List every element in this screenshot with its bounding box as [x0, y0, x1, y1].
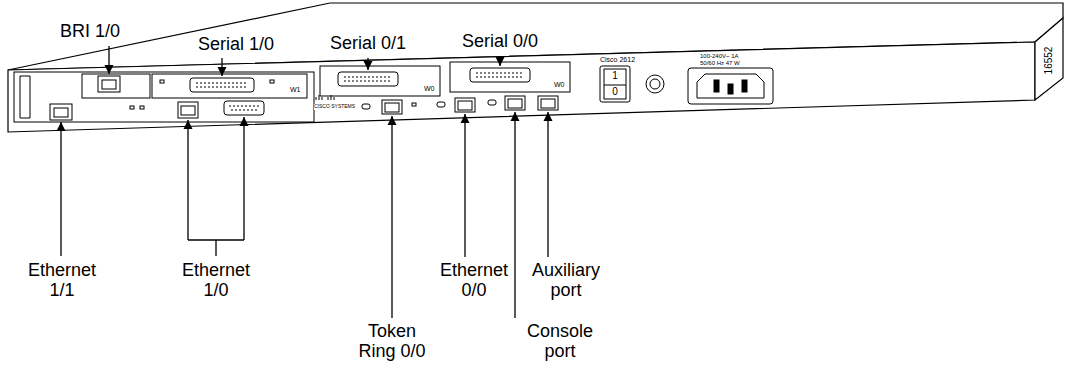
leader-line: [221, 58, 222, 76]
connector-pins: [476, 77, 524, 78]
callout-label: Token Ring 0/0: [352, 322, 432, 362]
switch-rocker: [604, 69, 626, 99]
switch-marking: 0: [612, 86, 618, 97]
leader-line: [499, 56, 500, 66]
serial-wic: [450, 62, 570, 92]
power-rating: 50/60 Hz 47 W: [700, 60, 740, 67]
ground-screw: [646, 75, 664, 93]
power-section: [600, 66, 773, 104]
bri-wic: [82, 74, 150, 98]
connector-pins: [231, 110, 257, 111]
inlet-socket: [697, 74, 764, 98]
module-lever: [20, 76, 30, 118]
bri-port: [98, 76, 120, 92]
ethernet-port: [178, 102, 198, 118]
callout-label: Ethernet 1/1: [23, 261, 101, 301]
inlet-pin: [714, 80, 719, 92]
status-led: [160, 80, 164, 83]
connector-pins: [344, 81, 392, 82]
figure-number: 16552: [1044, 46, 1055, 74]
callout-label: Serial 0/0: [462, 32, 538, 52]
leader-line: [514, 112, 515, 318]
leader-lines: [61, 46, 548, 318]
connector-pins: [196, 87, 248, 88]
ethernet-socket: [181, 106, 195, 115]
power-switch: [600, 66, 630, 102]
status-led: [270, 80, 274, 83]
leader-line: [547, 112, 548, 257]
leader-line: [187, 120, 188, 240]
leader-line: [108, 46, 109, 74]
port-socket: [458, 101, 472, 110]
callout-label: BRI 1/0: [60, 22, 120, 42]
serial-wic: [152, 74, 307, 98]
connector-pins: [344, 77, 392, 78]
aux-port: [538, 96, 558, 110]
leader-line: [464, 114, 465, 257]
connector-pins: [196, 83, 248, 84]
inlet-pin: [728, 84, 733, 94]
status-led: [130, 106, 134, 109]
connector-pins: [476, 73, 524, 74]
ethernet-port: [50, 104, 72, 120]
bri-port-socket: [102, 80, 116, 89]
status-led: [140, 106, 144, 109]
power-rating: 100-240V~ 1A: [700, 53, 739, 60]
cisco-logo: [316, 95, 334, 100]
status-led: [488, 100, 496, 105]
port-socket: [541, 99, 555, 108]
console-port: [505, 96, 525, 110]
left-slot-module: [14, 72, 314, 122]
serial-wic: [320, 66, 440, 96]
port-socket: [508, 99, 522, 108]
network-module: [14, 72, 314, 122]
leader-line: [391, 116, 392, 318]
port-socket: [385, 103, 399, 112]
serial-connector: [338, 72, 398, 86]
switch-marking: 1: [612, 70, 618, 81]
serial-connector: [190, 78, 254, 92]
slot-marking: W0: [554, 81, 565, 89]
callout-label: Console port: [520, 322, 600, 362]
ethernet-socket: [54, 108, 68, 117]
leader-line: [243, 117, 244, 240]
connector-pins: [229, 106, 259, 107]
inlet-pin: [742, 80, 747, 92]
status-led: [362, 104, 370, 109]
status-led: [412, 103, 416, 106]
leader-line: [60, 122, 61, 256]
rocker-divider: [604, 85, 626, 86]
callout-label: Ethernet 0/0: [438, 261, 510, 301]
ground-screw-head: [650, 79, 660, 89]
serial-connector: [470, 68, 530, 82]
power-inlet: [688, 68, 773, 104]
slot-marking: W1: [290, 86, 301, 94]
chassis-front: [8, 42, 1035, 132]
status-led: [437, 102, 445, 107]
aui-connector: [224, 101, 264, 115]
chassis-side: [1035, 18, 1063, 100]
router-chassis: [8, 3, 1063, 132]
ethernet-port: [455, 98, 475, 112]
token-ring-port: [382, 100, 402, 114]
slot-marking: W0: [424, 85, 435, 93]
leader-line: [367, 58, 368, 70]
callout-label: Auxiliary port: [526, 261, 606, 301]
model-marking: Cisco 2612: [600, 56, 635, 64]
logo-text: CISCO SYSTEMS: [314, 104, 355, 110]
callout-label: Serial 1/0: [198, 35, 274, 55]
wic-slots: [320, 62, 570, 96]
callout-label: Serial 0/1: [330, 34, 406, 54]
callout-label: Ethernet 1/0: [177, 261, 255, 301]
leader-bracket: [215, 240, 216, 256]
